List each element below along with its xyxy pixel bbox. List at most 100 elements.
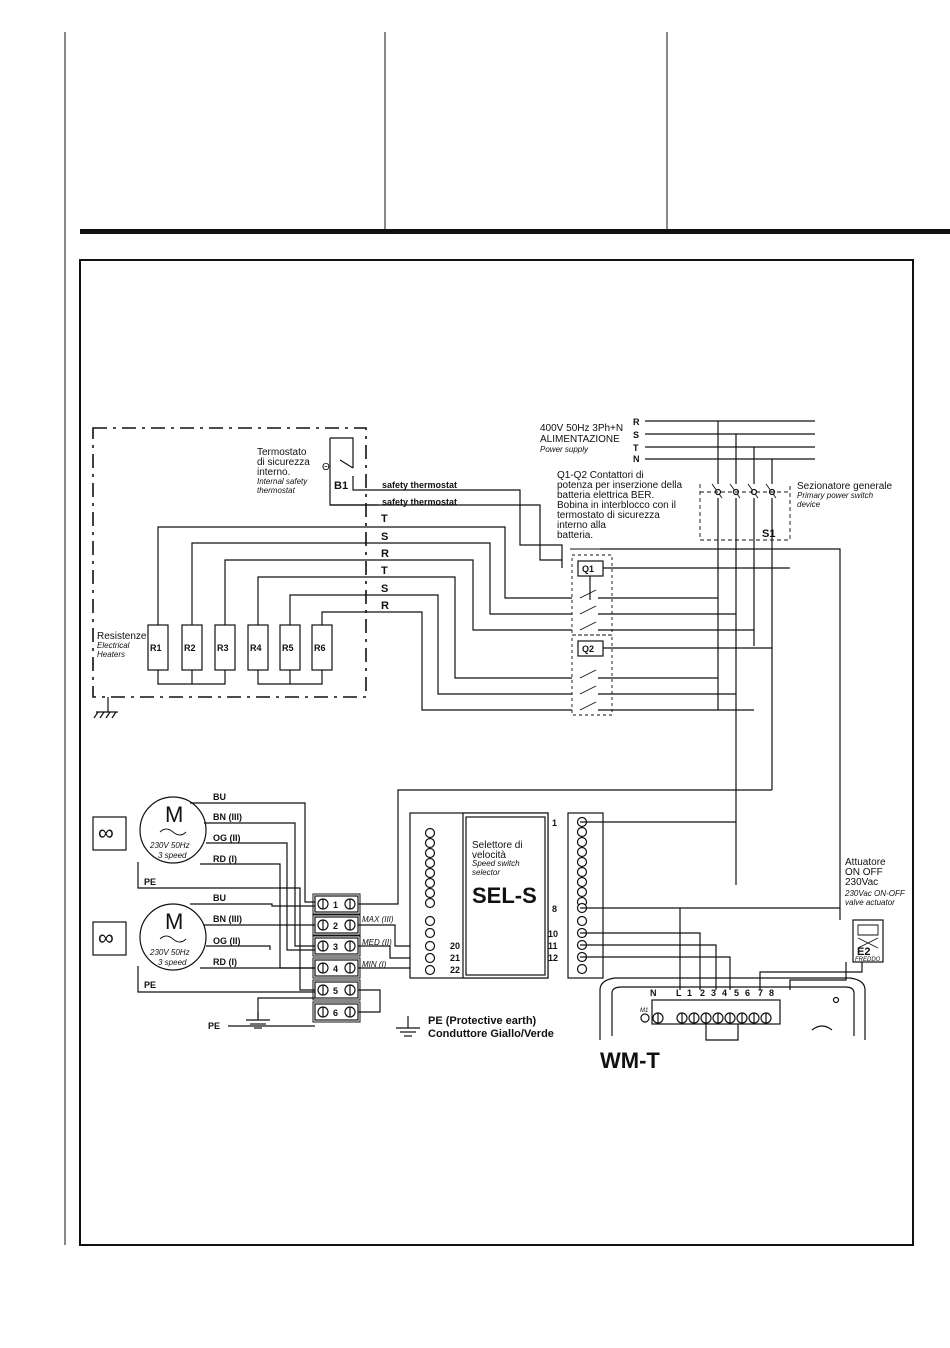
selector-right-circle xyxy=(576,886,588,898)
motor-1-wire-og: OG (II) xyxy=(213,833,241,843)
resistor-bank: R1 R2 R3 R4 R5 R6 xyxy=(147,624,333,685)
resistor-r5: R5 xyxy=(282,643,294,653)
power-supply: R S T N 400V 50Hz 3Ph+N ALIMENTAZIONE Po… xyxy=(540,417,815,484)
terminal-1: 1 xyxy=(312,893,361,915)
line-n-label: N xyxy=(633,454,640,464)
thermostat-symbol: Θ xyxy=(322,462,330,473)
motor-1: ∞ M 230V 50Hz 3 speed BU BN (III) OG (II… xyxy=(92,792,315,991)
safety-wire-label-1: safety thermostat xyxy=(382,480,457,490)
phase-label-1: T xyxy=(381,513,388,525)
motor-1-symbol: M xyxy=(165,802,183,827)
aux-symbol-1: ∞ xyxy=(98,820,114,845)
controller-terminal-label: 3 xyxy=(711,988,716,998)
selector-term-20: 20 xyxy=(450,941,460,951)
motor-2-wire-pe: PE xyxy=(144,980,156,990)
earth-icon-2 xyxy=(396,1016,420,1037)
earth-icon-1 xyxy=(246,1012,270,1029)
controller-terminal-label: N xyxy=(650,988,657,998)
selector-left-terminal xyxy=(424,952,436,964)
selector-left-circle xyxy=(424,887,436,899)
motor-2: ∞ M 230V 50Hz 3 speed BU BN (III) OG (II… xyxy=(92,893,315,993)
motor-2-wire-og: OG (II) xyxy=(213,936,241,946)
controller-terminal-label: 7 xyxy=(758,988,763,998)
selector-left-circles xyxy=(424,827,436,976)
ground-icon xyxy=(93,697,118,719)
terminal-6: 6 xyxy=(312,1001,361,1023)
selector-left-circle xyxy=(424,927,436,939)
selector-left-circle xyxy=(424,867,436,879)
motor-2-speed: 3 speed xyxy=(158,958,187,967)
motor-1-wire-rd: RD (I) xyxy=(213,854,237,864)
earth-legend: PE PE (Protective earth) Conduttore Gial… xyxy=(208,1012,554,1040)
selector-term-22: 22 xyxy=(450,965,460,975)
selector-left-terminal xyxy=(424,940,436,952)
terminal-5: 5 xyxy=(312,979,361,1001)
selector-left-circle xyxy=(424,847,436,859)
main-switch-label-it: Sezionatore generale xyxy=(797,481,893,492)
controller-model: WM-T xyxy=(600,1048,660,1073)
controller-terminal-label: 8 xyxy=(769,988,774,998)
resistor-r3: R3 xyxy=(217,643,229,653)
controller-terminal-label: L xyxy=(676,988,682,998)
line-r-label: R xyxy=(633,417,640,427)
resistor-r1: R1 xyxy=(150,643,162,653)
motor-2-wire-rd: RD (I) xyxy=(213,957,237,967)
selector-right-circle xyxy=(576,915,588,927)
controller-terminal-label: 5 xyxy=(734,988,739,998)
page-header xyxy=(64,32,950,1245)
selector-term-1: 1 xyxy=(552,818,557,828)
earth-legend-1: PE (Protective earth) xyxy=(428,1015,537,1027)
selector-left-terminal xyxy=(424,964,436,976)
terminal-4: 4 xyxy=(312,957,361,979)
selector-left-circle xyxy=(424,857,436,869)
power-supply-label-it: ALIMENTAZIONE xyxy=(540,434,620,445)
selector-right-circle xyxy=(576,963,588,975)
controller-terminal-label: 4 xyxy=(722,988,727,998)
svg-text:5: 5 xyxy=(333,986,338,996)
phase-label-6: R xyxy=(381,600,389,612)
selector-term-21: 21 xyxy=(450,953,460,963)
selector-right-circle xyxy=(576,866,588,878)
selector-right-circle xyxy=(576,846,588,858)
main-switch: Sezionatore generale Primary power switc… xyxy=(699,481,893,885)
controller-terminal-label: 2 xyxy=(700,988,705,998)
motor-1-speed: 3 speed xyxy=(158,851,187,860)
phase-label-3: R xyxy=(381,548,389,560)
motor-2-symbol: M xyxy=(165,909,183,934)
svg-text:1: 1 xyxy=(333,900,338,910)
selector-right-circle xyxy=(576,836,588,848)
selector-right-circle xyxy=(576,826,588,838)
voltage-label: 400V 50Hz 3Ph+N xyxy=(540,423,623,434)
selector-left-circle xyxy=(424,827,436,839)
svg-text:4: 4 xyxy=(333,964,338,974)
terminal-speed-labels: MAX (III) MED (II) MIN (I) xyxy=(228,789,772,1027)
speed-label-max: MAX (III) xyxy=(362,915,394,924)
terminal-3: 3 xyxy=(312,935,361,957)
phase-label-2: S xyxy=(381,531,388,543)
selector-term-8: 8 xyxy=(552,904,557,914)
selector-left-circle xyxy=(424,877,436,889)
motor-1-wire-bn: BN (III) xyxy=(213,812,242,822)
selector-model: SEL-S xyxy=(472,883,537,908)
terminal-2: 2 xyxy=(312,914,361,936)
pe-label: PE xyxy=(208,1021,220,1031)
selector-term-12: 12 xyxy=(548,953,558,963)
motor-1-wire-bu: BU xyxy=(213,792,226,802)
resistor-r2: R2 xyxy=(184,643,196,653)
selector-right-circle xyxy=(576,856,588,868)
line-s-label: S xyxy=(633,430,639,440)
motor-2-wire-bn: BN (III) xyxy=(213,914,242,924)
